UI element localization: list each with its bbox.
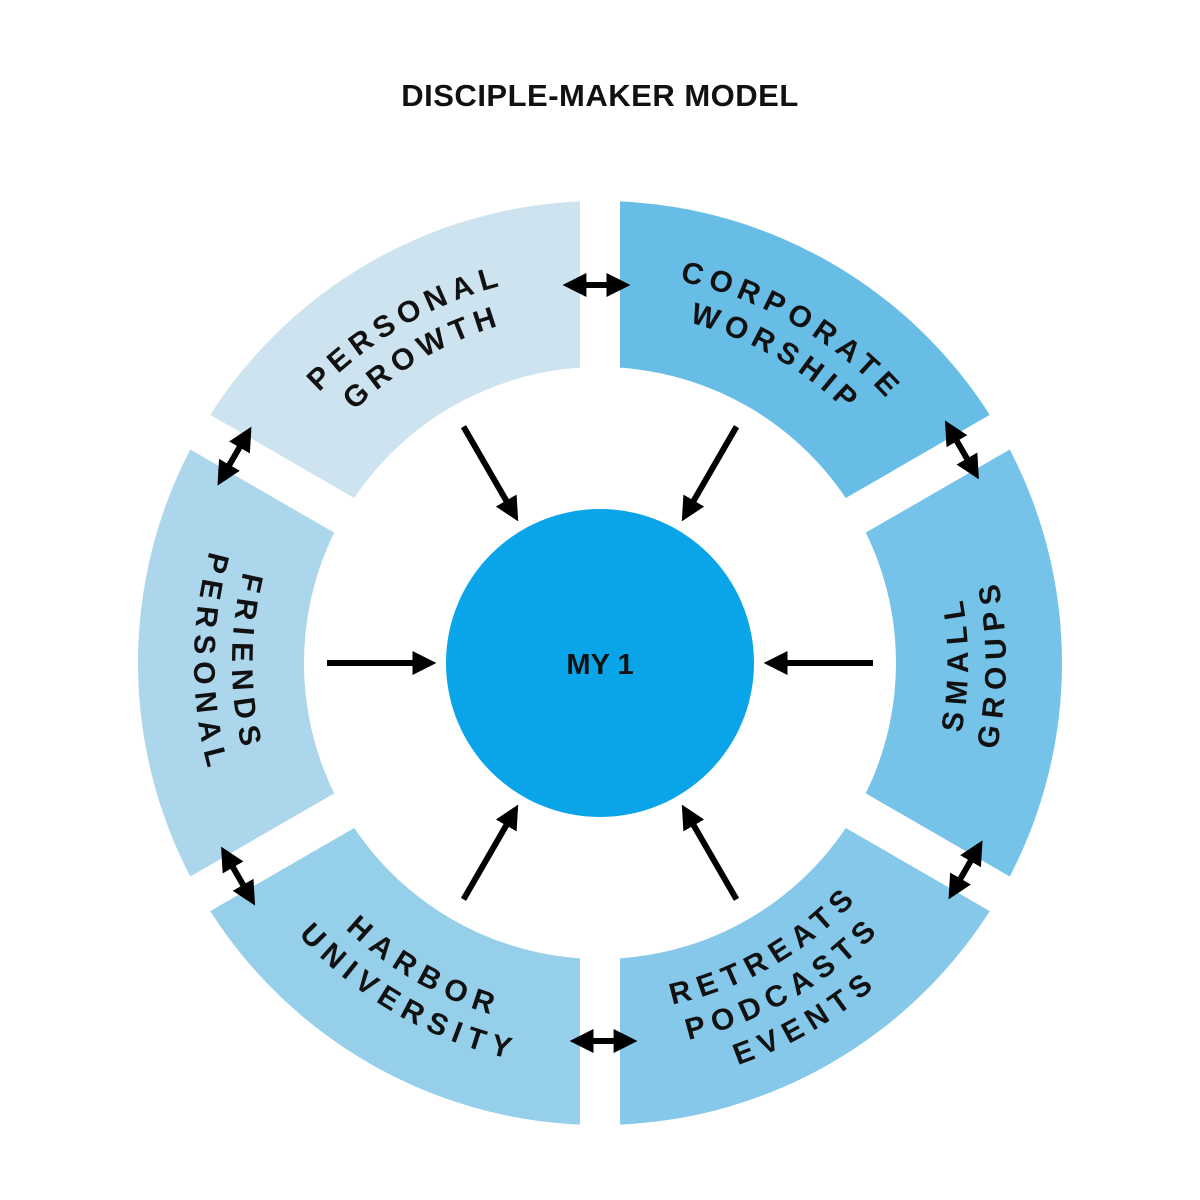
double-arrow-worship-smallgroups [944,420,979,480]
inward-arrow-harbor-university [460,804,519,901]
inward-arrow-corporate-worship [681,425,740,522]
double-arrow-smallgroups-retreats [948,840,983,900]
double-arrow-friends-growth [217,426,252,486]
inward-arrow-personal-growth [460,425,519,522]
segment-label-line: FRIENDS [225,570,269,755]
center-circle [446,509,754,817]
segment-shape [137,449,335,877]
inward-arrow-retreats-podcasts-events [681,804,740,901]
segment-shape [620,827,990,1125]
center-node: MY 1 [446,509,754,817]
segment-shape [210,827,580,1125]
segment-shape [865,449,1062,877]
arrows-layer [217,273,983,1053]
double-arrow-harbor-friends [221,846,256,906]
diagram-title: DISCIPLE-MAKER MODEL [401,78,799,113]
center-label: MY 1 [566,649,633,681]
segment-shape [620,201,990,499]
segment-shape [210,201,580,499]
